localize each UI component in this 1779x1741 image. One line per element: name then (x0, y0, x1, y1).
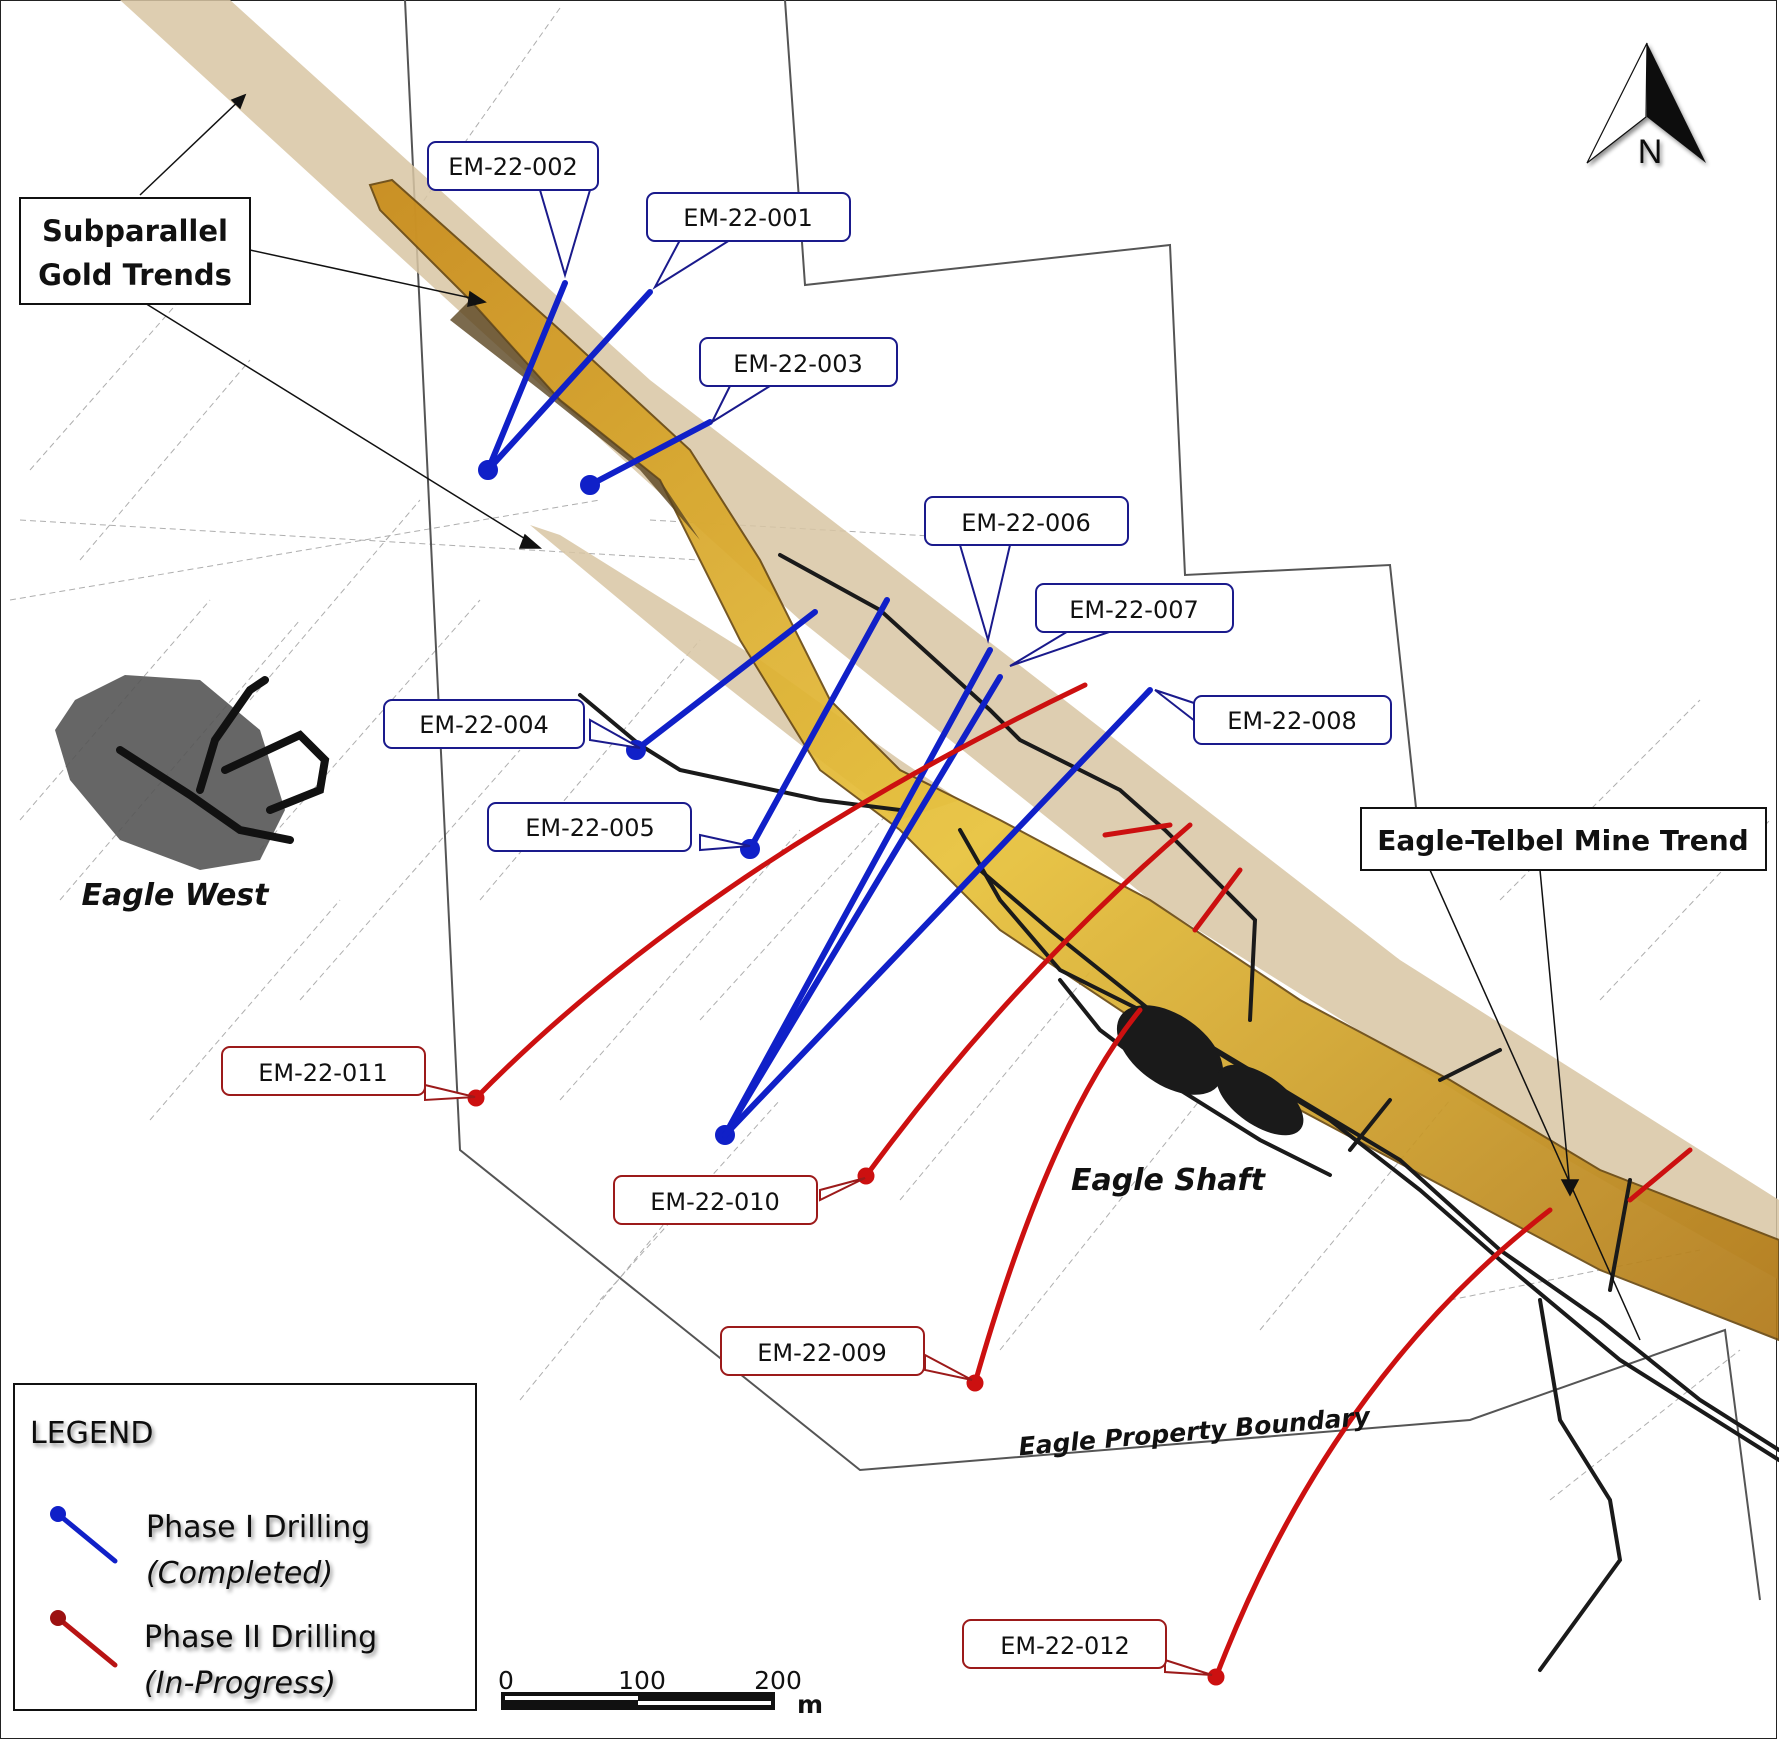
callout-em-22-012[interactable]: EM-22-012 (962, 1619, 1167, 1669)
callout-label: EM-22-012 (1000, 1632, 1130, 1660)
eagle-west-deposit (55, 675, 330, 870)
callout-em-22-008[interactable]: EM-22-008 (1193, 695, 1392, 745)
drillhole-em-22-006-trace (715, 647, 993, 1145)
drillhole-em-22-004-trace (626, 609, 818, 760)
callout-em-22-009[interactable]: EM-22-009 (720, 1326, 925, 1376)
mine-trend-label: Eagle-Telbel Mine Trend (1360, 807, 1767, 871)
callout-label: EM-22-002 (448, 153, 578, 181)
callout-label: EM-22-010 (650, 1188, 780, 1216)
callout-label: EM-22-001 (683, 204, 813, 232)
callout-label: EM-22-004 (419, 711, 549, 739)
callout-label: EM-22-011 (258, 1059, 388, 1087)
eagle-west-label: Eagle West (81, 878, 270, 913)
svg-text:Gold Trends: Gold Trends (38, 258, 232, 292)
drillhole-em-22-003-trace (580, 419, 713, 495)
callout-leaders (424, 189, 1213, 1676)
callout-label: EM-22-005 (525, 814, 655, 842)
north-label: N (1638, 133, 1663, 171)
callout-label: EM-22-006 (961, 509, 1091, 537)
mine-workings (578, 553, 1779, 1672)
svg-text:(Completed): (Completed) (146, 1556, 333, 1591)
callout-em-22-011[interactable]: EM-22-011 (221, 1046, 426, 1096)
subparallel-trends-label: Subparallel Gold Trends (19, 197, 251, 305)
legend-item-phase1: Phase I Drilling (Completed) (50, 1506, 370, 1591)
callout-label: EM-22-008 (1227, 707, 1357, 735)
drillhole-em-22-009-trace (966, 1007, 1143, 1392)
callout-label: EM-22-007 (1069, 596, 1199, 624)
svg-text:m: m (797, 1690, 823, 1719)
phase1-symbol-icon (55, 1511, 118, 1564)
legend-title: LEGEND (30, 1416, 153, 1451)
drillhole-em-22-012-trace (1207, 1207, 1553, 1686)
callout-label: EM-22-003 (733, 350, 863, 378)
callout-em-22-003[interactable]: EM-22-003 (699, 337, 898, 387)
callout-em-22-010[interactable]: EM-22-010 (613, 1175, 818, 1225)
svg-text:200: 200 (754, 1666, 802, 1695)
callout-em-22-004[interactable]: EM-22-004 (383, 699, 585, 749)
drillhole-em-22-008-trace (722, 687, 1153, 1138)
property-boundary-label: Eagle Property Boundary (1017, 1402, 1372, 1462)
property-boundary-line (404, 0, 1761, 1601)
legend: LEGEND Phase I Drilling (Completed) Phas… (13, 1383, 477, 1711)
north-arrow: N (1586, 42, 1706, 171)
legend-item-phase2: Phase II Drilling (In-Progress) (50, 1610, 377, 1701)
gold-mineralized-zone (368, 178, 1779, 1342)
svg-text:Phase I Drilling: Phase I Drilling (146, 1510, 370, 1545)
svg-text:Phase II Drilling: Phase II Drilling (144, 1620, 377, 1655)
scale-bar: 0 100 200 m (498, 1666, 823, 1719)
callout-label: EM-22-009 (757, 1339, 887, 1367)
svg-text:Subparallel: Subparallel (42, 214, 228, 248)
drillhole-em-22-001-trace (485, 289, 653, 473)
svg-text:(In-Progress): (In-Progress) (144, 1666, 336, 1701)
callout-em-22-006[interactable]: EM-22-006 (924, 496, 1129, 546)
gold-zone-shadow (450, 300, 700, 540)
trend-leader-lines (139, 93, 1641, 1341)
svg-text:0: 0 (498, 1666, 514, 1695)
callout-em-22-001[interactable]: EM-22-001 (646, 192, 851, 242)
svg-text:100: 100 (618, 1666, 666, 1695)
callout-em-22-002[interactable]: EM-22-002 (427, 141, 599, 191)
callout-em-22-007[interactable]: EM-22-007 (1035, 583, 1234, 633)
drillhole-em-22-011-trace (467, 682, 1088, 1107)
eagle-shaft-label: Eagle Shaft (1071, 1163, 1267, 1198)
phase2-symbol-icon (55, 1615, 118, 1668)
shaft-workings-cluster (1116, 1005, 1304, 1136)
callout-em-22-005[interactable]: EM-22-005 (487, 802, 692, 852)
svg-text:Eagle-Telbel Mine Trend: Eagle-Telbel Mine Trend (1377, 824, 1748, 857)
phase2-drillholes (467, 682, 1693, 1686)
